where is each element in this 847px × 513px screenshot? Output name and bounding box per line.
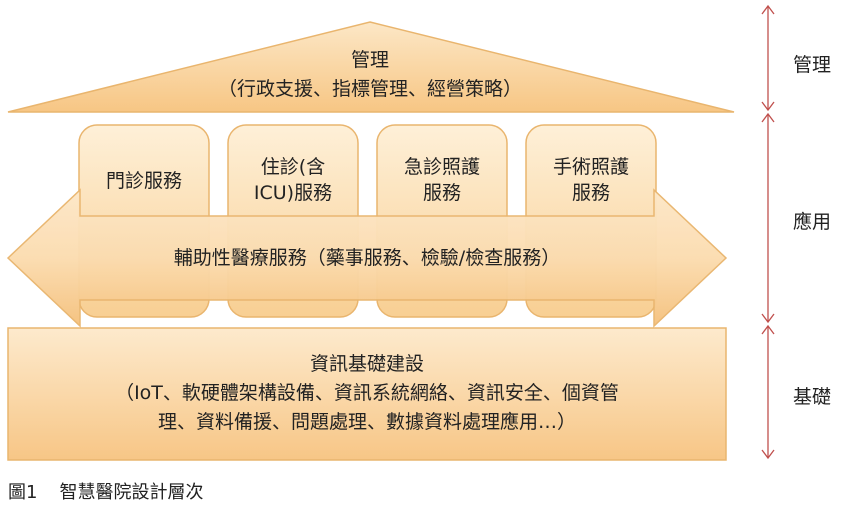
roof-title: 管理 xyxy=(350,49,389,71)
roof-triangle xyxy=(7,21,735,113)
side-label-foundation: 基礎 xyxy=(793,386,832,408)
auxiliary-services-text: 輔助性醫療服務（藥事服務、檢驗/檢查服務） xyxy=(173,247,561,269)
side-arrows xyxy=(761,4,775,460)
service-inpatient: 住診(含 ICU)服務 xyxy=(253,156,333,204)
foundation-line2: （IoT、軟硬體架構設備、資訊系統網絡、資訊安全、個資管 xyxy=(115,382,619,404)
auxiliary-services-arrow xyxy=(6,188,728,328)
side-label-application: 應用 xyxy=(793,211,832,233)
roof-subtitle: （行政支援、指標管理、經營策略） xyxy=(217,78,522,100)
figure-caption: 圖1 智慧醫院設計層次 xyxy=(8,478,203,504)
service-surgery: 手術照護 服務 xyxy=(552,156,629,204)
foundation-title: 資訊基礎建設 xyxy=(309,353,424,375)
foundation-line3: 理、資料備援、問題處理、數據資料處理應用…） xyxy=(157,411,576,433)
service-emergency: 急診照護 服務 xyxy=(403,156,480,204)
foundation-box xyxy=(7,327,727,461)
figure-number: 圖1 xyxy=(8,482,38,503)
service-outpatient: 門診服務 xyxy=(105,170,182,192)
side-label-management: 管理 xyxy=(793,54,832,76)
figure-title: 智慧醫院設計層次 xyxy=(59,482,204,503)
